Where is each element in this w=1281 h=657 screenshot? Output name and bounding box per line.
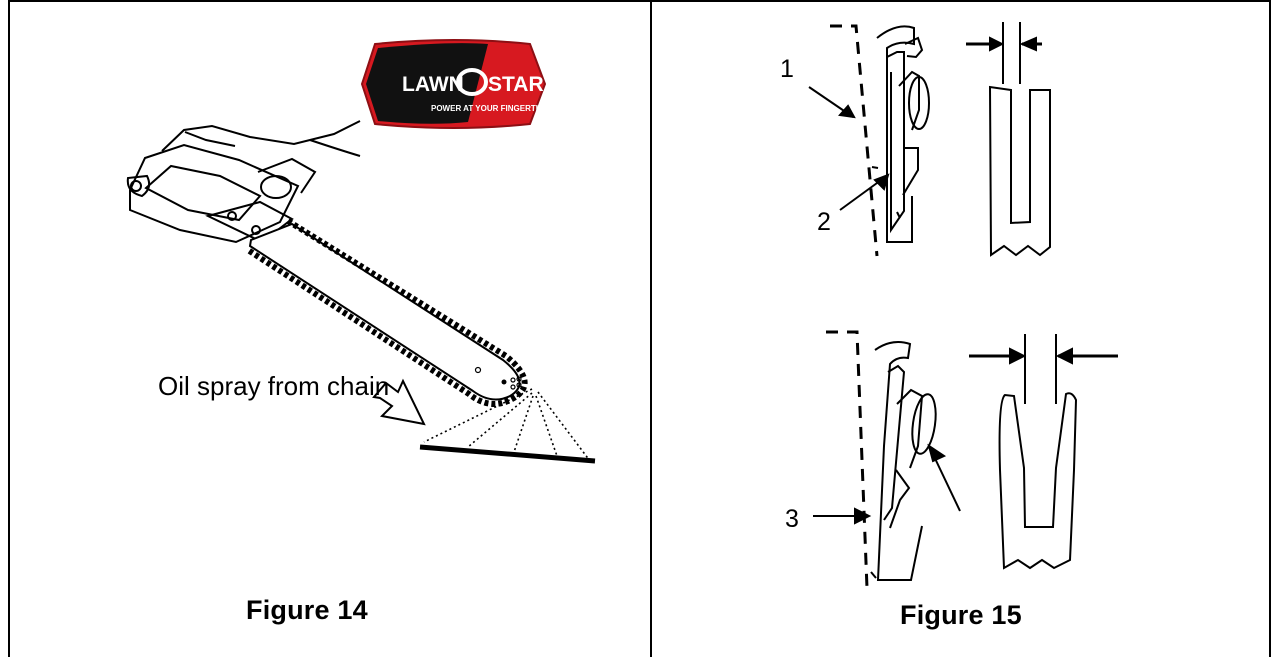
- label-leaders-bottom: [813, 443, 961, 525]
- label-leaders-top: [808, 86, 890, 211]
- top-cutter-diagram: [830, 24, 930, 257]
- label-1: 1: [780, 55, 794, 83]
- chainsaw-body: [126, 120, 361, 244]
- figure-15-caption: Figure 15: [900, 600, 1022, 630]
- figure-14-caption: Figure 14: [246, 595, 368, 625]
- callout-arrow-icon: [372, 378, 426, 426]
- top-depth-gauge: [966, 22, 1051, 257]
- guide-bar: [246, 218, 528, 407]
- label-2: 2: [817, 208, 831, 236]
- bottom-cutter-diagram: [826, 330, 937, 589]
- page-frame: [8, 0, 1271, 657]
- oil-spray-lines: [423, 388, 591, 462]
- label-3: 3: [785, 505, 799, 533]
- oil-spray-callout: Oil spray from chain: [158, 371, 390, 401]
- oil-spray-target-surface: [419, 444, 596, 464]
- bottom-depth-gauge: [969, 334, 1118, 570]
- logo-left-text: LAWN: [402, 73, 464, 96]
- panel-divider: [650, 0, 652, 657]
- lawnstar-logo: LAWN STAR POWER AT YOUR FINGERTIPS: [360, 39, 549, 129]
- logo-right-text: STAR: [488, 73, 544, 96]
- figure-15-panel: 1 2 3 Figure 15: [652, 0, 1269, 657]
- figure-14-panel: LAWN STAR POWER AT YOUR FINGERTIPS: [10, 0, 650, 657]
- chainsaw-oil-illustration: LAWN STAR POWER AT YOUR FINGERTIPS: [126, 39, 596, 464]
- logo-tagline: POWER AT YOUR FINGERTIPS: [431, 104, 549, 113]
- depth-gauge-diagrams: [808, 22, 1118, 589]
